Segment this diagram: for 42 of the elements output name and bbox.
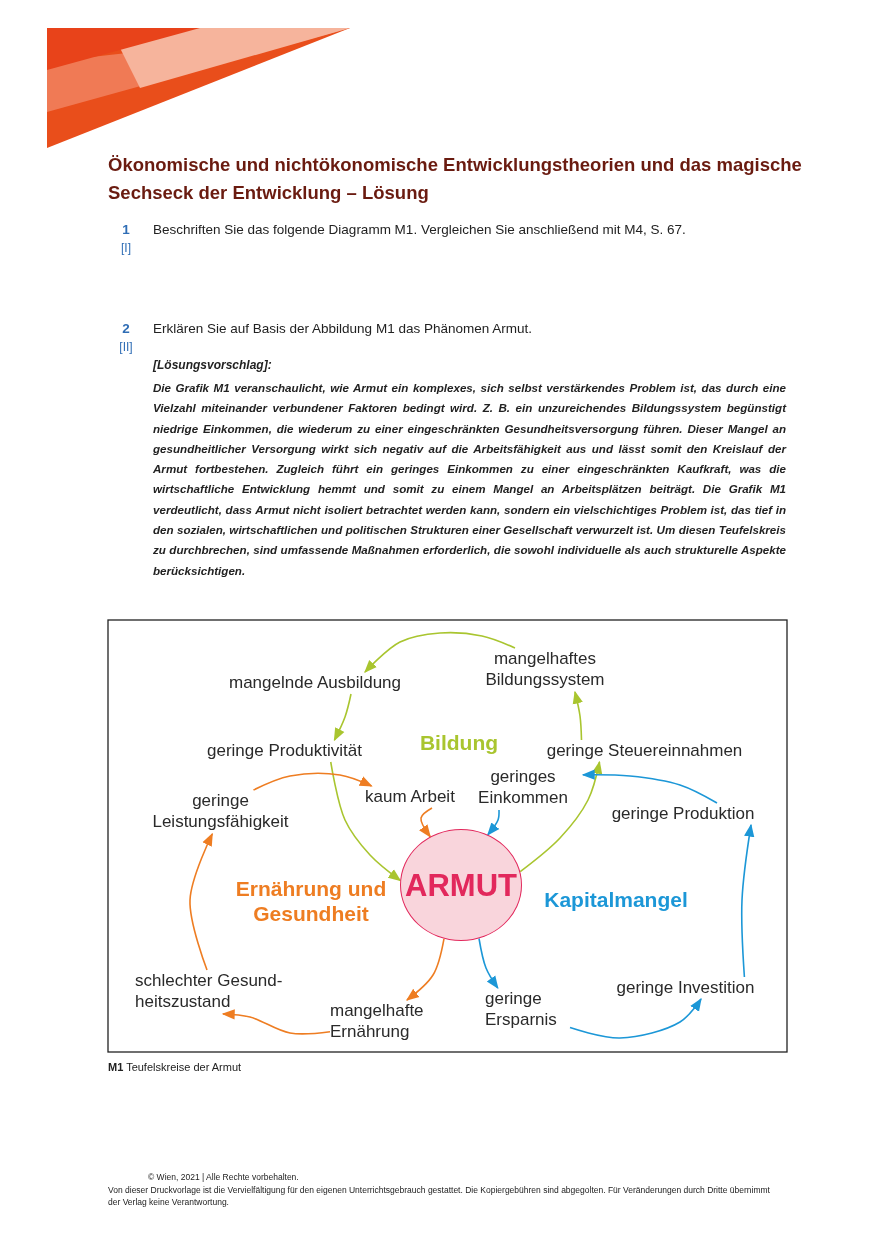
cause-label: geringe Investition	[608, 977, 763, 999]
page-title: Ökonomische und nichtökonomische Entwicklungstheorien und das magische Sechseck der Entwicklung – Lösung	[108, 153, 803, 205]
cycle-arrow	[569, 997, 702, 1039]
cause-label: geringe Steuereinnahmen	[532, 740, 757, 762]
cycle-title: Kapitalmangel	[543, 887, 689, 913]
solution-heading: [Lösungsvorschlag]:	[153, 358, 273, 374]
task-number: 1	[121, 221, 131, 239]
cycle-arrow	[572, 690, 583, 741]
cause-label: mangelhafte Ernährung	[330, 1000, 440, 1044]
task-text: Erklären Sie auf Basis der Abbildung M1 das Phänomen Armut.	[153, 320, 533, 338]
solution-paragraph: Die Grafik M1 veranschaulicht, wie Armut ein komplexes, sich selbst verstärkendes Problem ist, das durch eine Vielzahl miteinander verbundener Faktoren bedingt wird. Z. B. ein unzureichendes Bildungssystem begünstigt niedrige Einkommen, die wiederum zu einer eingeschränkten Gesundheitsversorgung führen. Dieser Mangel an gesundheitlicher Versorgung wirkt sich negativ auf die Arbeitsfähigkeit aus und lässt somit den Kreislauf der Armut fortbestehen. Zugleich führt ein geringes Einkommen zu einer eingeschränkten Kaufkraft, was die wirtschaftliche Entwicklung hemmt und somit zu einem Mangel an Arbeitsplätzen beiträgt. Die Grafik M1 verdeutlicht, dass Armut nicht isoliert betrachtet werden kann, sondern ein vielschichtiges Problem ist, das tief in den sozialen, wirtschaftlichen und politischen Strukturen einer Gesellschaft verwurzelt ist. Um diesen Teufelskreis zu durchbrechen, sind umfassende Maßnahmen erforderlich, die sowohl individuelle als auch strukturelle Aspekte berücksichtigen.	[153, 380, 786, 579]
cycle-arrow	[252, 772, 373, 791]
cycle-title: Bildung	[418, 730, 500, 756]
cycle-arrow	[581, 769, 718, 804]
cause-label: geringe Produktion	[598, 803, 768, 825]
footer-note: Von dieser Druckvorlage ist die Vervielfältigung für den eigenen Unterrichtsgebrauch gestattet. Die Kopiergebühren sind abgegolten. Für Veränderungen durch Dritte übernimmt der Verlag keine Verantwortung.	[108, 1184, 771, 1208]
cause-label: mangelnde Ausbildung	[215, 672, 415, 694]
cause-label: geringe Leistungsfähigkeit	[138, 790, 303, 834]
cycle-arrow	[329, 761, 402, 882]
cycle-arrow	[364, 631, 516, 673]
cause-label: geringe Produktivität	[192, 740, 377, 762]
cycle-arrow	[487, 809, 500, 836]
cause-label: geringe Ersparnis	[485, 988, 570, 1032]
cycle-arrow	[189, 832, 214, 971]
cycle-arrow	[519, 760, 603, 873]
cycle-arrow	[478, 937, 499, 990]
task-text: Beschriften Sie das folgende Diagramm M1. Vergleichen Sie anschließend mit M4, S. 67.	[153, 221, 687, 239]
cause-label: geringes Einkommen	[463, 766, 583, 810]
cycle-arrow	[405, 937, 445, 1001]
cycle-arrow	[221, 1009, 331, 1035]
level-mark: [II]	[118, 340, 134, 356]
figure-caption: M1 Teufelskreise der Armut	[108, 1061, 242, 1073]
task-number: 2	[121, 320, 131, 338]
cycle-arrow	[741, 823, 755, 978]
cause-label: kaum Arbeit	[355, 786, 465, 808]
cause-label: mangelhaftes Bildungssystem	[470, 648, 620, 692]
cycle-arrow	[333, 693, 352, 742]
cause-label: schlechter Gesund- heitszustand	[135, 970, 295, 1014]
poverty-circle: ARMUT	[400, 829, 522, 941]
cycle-title: Ernährung und Gesundheit	[234, 876, 388, 926]
copyright-line: © Wien, 2021 | Alle Rechte vorbehalten.	[148, 1172, 300, 1184]
level-mark: [I]	[120, 241, 132, 257]
